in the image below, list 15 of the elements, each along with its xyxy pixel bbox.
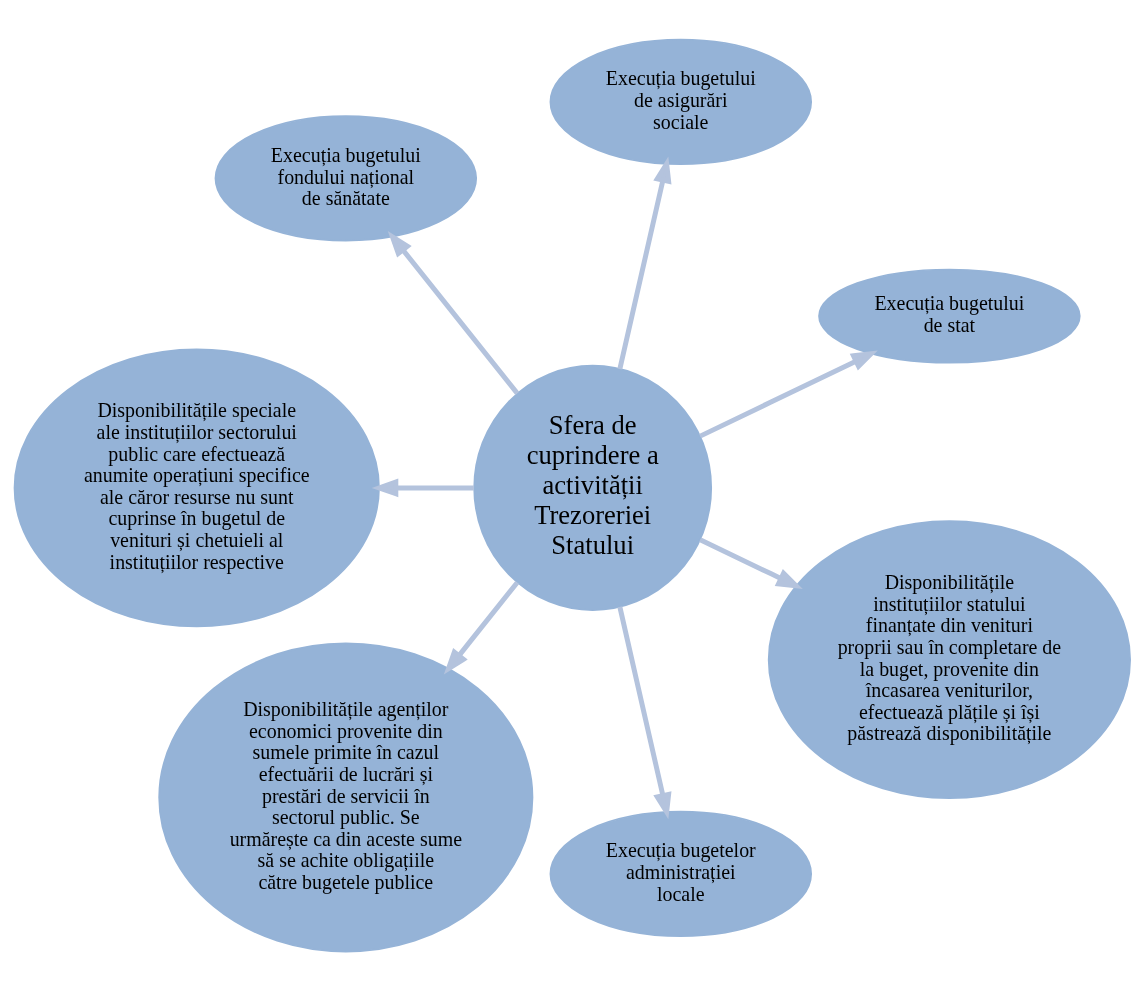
node-ellipse: Execuția bugetului de stat (818, 268, 1081, 364)
arrow (699, 536, 803, 589)
arrow (387, 230, 520, 395)
node-ellipse: Execuția bugetului fondului național de sănătate (214, 114, 478, 241)
node-ellipse: Disponibilitățile agenților economici provenite din sumele primite în cazul efectuării de lucrări și prestări de servicii în sectorul public. Se urmărește ca din aceste sume să se achite obligațiile către bugetele publice (158, 642, 534, 952)
node-ellipse: Execuția bugetului de asigurări sociale (549, 38, 812, 165)
node-ellipse: Disponibilitățile speciale ale instituțiilor sectorului public care efectuează anumite operațiuni specifice ale căror resurse nu sunt cuprinse în bugetul de venituri și chetuieli al instituțiilor respective (13, 348, 380, 627)
node-ellipse: Disponibilitățile instituțiilor statului finanțate din venituri proprii sau în completare de la buget, provenite din încasarea veniturilor, efectuează plățile și își păstrează disponibilitățile (767, 519, 1131, 799)
arrow (443, 580, 520, 675)
arrow (699, 350, 878, 438)
node-ellipse: Execuția bugetelor administrației locale (549, 810, 812, 937)
arrow (617, 605, 672, 819)
node-circle: Sfera de cuprindere a activității Trezoreriei Statului (473, 364, 713, 611)
arrow (617, 156, 672, 369)
arrow (371, 478, 474, 497)
